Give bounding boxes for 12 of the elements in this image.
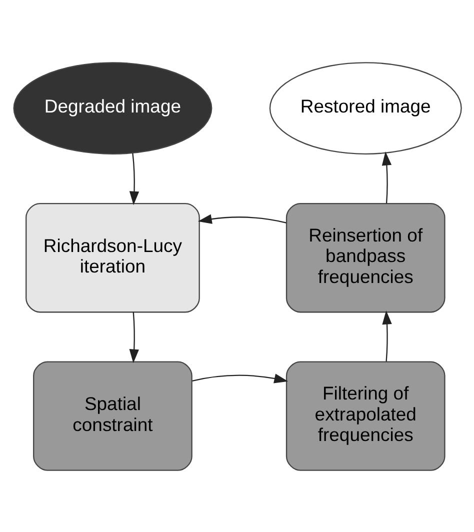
arrow <box>382 310 392 361</box>
arrow <box>128 152 139 205</box>
arrow <box>128 312 138 363</box>
node-ellipse: Restored image <box>268 62 462 154</box>
node-box: Reinsertion of bandpass frequencies <box>285 202 445 312</box>
arrow <box>381 150 392 203</box>
node-box: Filtering of extrapolated frequencies <box>285 360 445 470</box>
arrow <box>192 373 288 383</box>
arrow <box>197 214 286 224</box>
node-ellipse: Degraded image <box>12 62 212 154</box>
node-box: Richardson-Lucy iteration <box>25 202 200 312</box>
node-box: Spatial constraint <box>32 360 192 470</box>
